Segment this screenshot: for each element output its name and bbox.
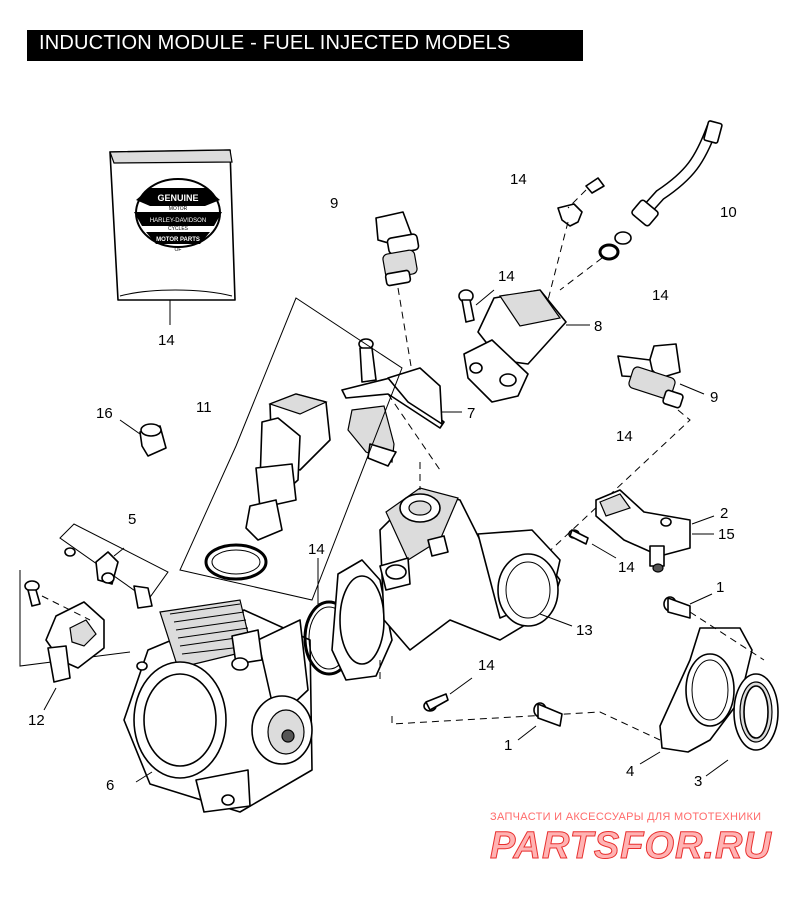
- plug: [119, 419, 167, 457]
- callout-14-rail-screw: 14: [498, 268, 515, 285]
- throttle-position-sensor: [19, 570, 131, 711]
- sensor-screw: [568, 529, 617, 559]
- callout-14-o-rings: 14: [652, 287, 669, 304]
- iac-valve: [179, 297, 403, 601]
- flange-screw-upper: [663, 593, 713, 619]
- callout-14-kit: 14: [158, 332, 175, 349]
- page-title: INDUCTION MODULE - FUEL INJECTED MODELS: [39, 32, 511, 54]
- logo-motor: MOTOR: [169, 206, 188, 212]
- callout-6: 6: [106, 777, 114, 794]
- callout-16: 16: [96, 405, 113, 422]
- map-sensor: [595, 489, 715, 573]
- callout-14-injector: 14: [616, 428, 633, 445]
- callout-1-upper: 1: [716, 579, 724, 596]
- callout-14-lower-screw: 14: [478, 657, 495, 674]
- manifold-bracket: [341, 338, 462, 471]
- callout-5: 5: [128, 511, 136, 528]
- logo-of: OF: [175, 247, 182, 253]
- logo-cycles: CYCLES: [168, 226, 189, 232]
- callout-12: 12: [28, 712, 45, 729]
- logo-motor-parts: MOTOR PARTS: [156, 237, 200, 243]
- callout-9-front: 9: [330, 195, 338, 212]
- logo-genuine: GENUINE: [157, 193, 198, 203]
- clip-and-screw: [547, 177, 605, 301]
- callout-15: 15: [718, 526, 735, 543]
- callout-11: 11: [196, 399, 212, 416]
- callout-1-lower: 1: [504, 737, 512, 754]
- callout-4: 4: [626, 763, 634, 780]
- callout-numbers: 14 14 14 14 14 14 14 14 14 9 10 8 9 7 11…: [28, 171, 737, 794]
- parts-box: GENUINE MOTOR HARLEY-DAVIDSON CYCLES MOT…: [109, 149, 236, 325]
- genuine-parts-logo: GENUINE MOTOR HARLEY-DAVIDSON CYCLES MOT…: [134, 178, 222, 253]
- induction-manifold: [331, 462, 573, 682]
- fuel-rail-cover: [463, 289, 590, 403]
- watermark-logo-text: PARTSFOR.RU: [490, 825, 772, 867]
- callout-7: 7: [467, 405, 475, 422]
- fuel-rail-screw: [458, 289, 495, 323]
- throttle-body: [123, 599, 313, 813]
- title-bar: INDUCTION MODULE - FUEL INJECTED MODELS: [27, 30, 583, 61]
- fuel-injector-rear: [539, 343, 705, 561]
- callout-13: 13: [576, 622, 593, 639]
- fuel-supply-tube: [559, 120, 723, 291]
- manifold-seal: [705, 673, 779, 777]
- watermark-logo: PARTSFOR.RU: [490, 825, 772, 868]
- callout-9-rear: 9: [710, 389, 718, 406]
- sensor-bracket-group: [59, 523, 169, 609]
- callout-2: 2: [720, 505, 728, 522]
- manifold-flange: [639, 627, 753, 765]
- lower-screw: [391, 677, 661, 741]
- callout-14-o-ring: 14: [308, 541, 325, 558]
- callout-14-sensor-screw: 14: [618, 559, 635, 576]
- callout-14-clip: 14: [510, 171, 527, 188]
- fuel-injector-front: [375, 211, 420, 373]
- callout-10: 10: [720, 204, 737, 221]
- watermark-subtitle: ЗАПЧАСТИ И АКСЕССУАРЫ ДЛЯ МОТОТЕХНИКИ: [490, 811, 762, 823]
- callout-8: 8: [594, 318, 602, 335]
- logo-harley: HARLEY-DAVIDSON: [150, 218, 206, 224]
- callout-3: 3: [694, 773, 702, 790]
- flange-screw-lower: [517, 702, 563, 741]
